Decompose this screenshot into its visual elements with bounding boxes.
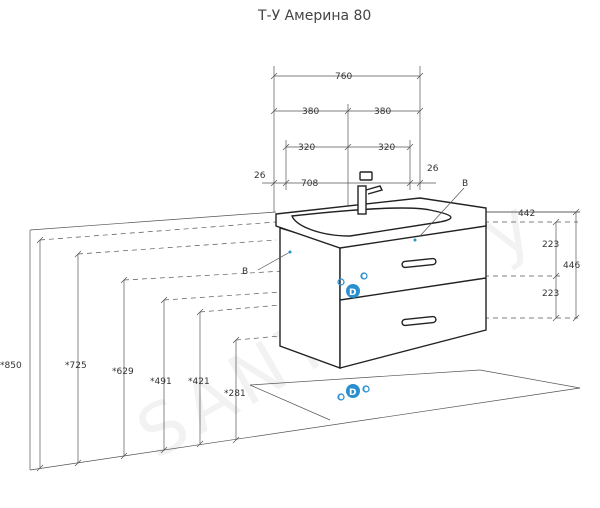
dim-height-281: *281 <box>224 389 246 399</box>
lower-drawer-handle <box>401 315 437 327</box>
dim-edge-left: 26 <box>254 171 266 181</box>
floor-drain-label: D <box>349 388 356 398</box>
dim-upper-drawer: 223 <box>542 240 559 250</box>
basin-bowl <box>291 207 452 237</box>
dim-half-right: 380 <box>374 107 391 117</box>
callout-b-right: В <box>462 179 468 189</box>
hot-water-marker <box>337 278 345 286</box>
dim-height-850: *850 <box>0 361 22 371</box>
callouts: В В <box>242 179 468 277</box>
dim-height-725: *725 <box>65 361 87 371</box>
dim-lower-drawer: 223 <box>542 289 559 299</box>
drain-label: D <box>349 288 356 298</box>
page-title: Т-У Америна 80 <box>257 8 371 24</box>
floor-cold-marker <box>362 385 370 393</box>
drain-marker <box>346 284 360 298</box>
floor-cold-label: С <box>363 385 369 394</box>
dim-height-491: *491 <box>150 377 172 387</box>
washbasin <box>275 171 487 249</box>
floor-hot-label: С <box>338 393 344 402</box>
top-dimensions: 760 380 380 320 320 26 708 26 <box>254 66 439 230</box>
upper-drawer-handle <box>401 257 437 269</box>
callout-b-left: В <box>242 267 248 277</box>
wall-connections: С D <box>337 272 368 298</box>
dim-height-629: *629 <box>112 367 134 377</box>
dim-offset-right: 320 <box>378 143 395 153</box>
cabinet-side <box>279 227 341 370</box>
dim-height-421: *421 <box>188 377 210 387</box>
cold-water-marker <box>360 272 368 280</box>
wall-floor-lines <box>29 211 581 471</box>
dim-inner-width: 708 <box>301 179 318 189</box>
faucet-spout <box>359 171 373 181</box>
floor-drain-marker <box>346 384 360 398</box>
height-dimensions: *850 *725 *629 *491 *421 *281 <box>0 221 339 472</box>
dim-offset-left: 320 <box>298 143 315 153</box>
floor-connections: С D С <box>337 384 370 402</box>
drawer-divider <box>339 277 487 301</box>
dim-total-width: 760 <box>335 72 352 82</box>
right-dimensions: 442 223 223 446 <box>484 208 580 322</box>
cold-water-label: С <box>361 272 367 281</box>
dim-depth: 442 <box>518 209 535 219</box>
faucet-lever <box>365 185 384 195</box>
floor-hot-marker <box>337 393 345 401</box>
faucet-body <box>357 185 367 215</box>
dim-body-height: 446 <box>563 261 580 271</box>
dim-edge-right: 26 <box>427 164 439 174</box>
vanity-cabinet <box>279 223 487 370</box>
dim-half-left: 380 <box>302 107 319 117</box>
